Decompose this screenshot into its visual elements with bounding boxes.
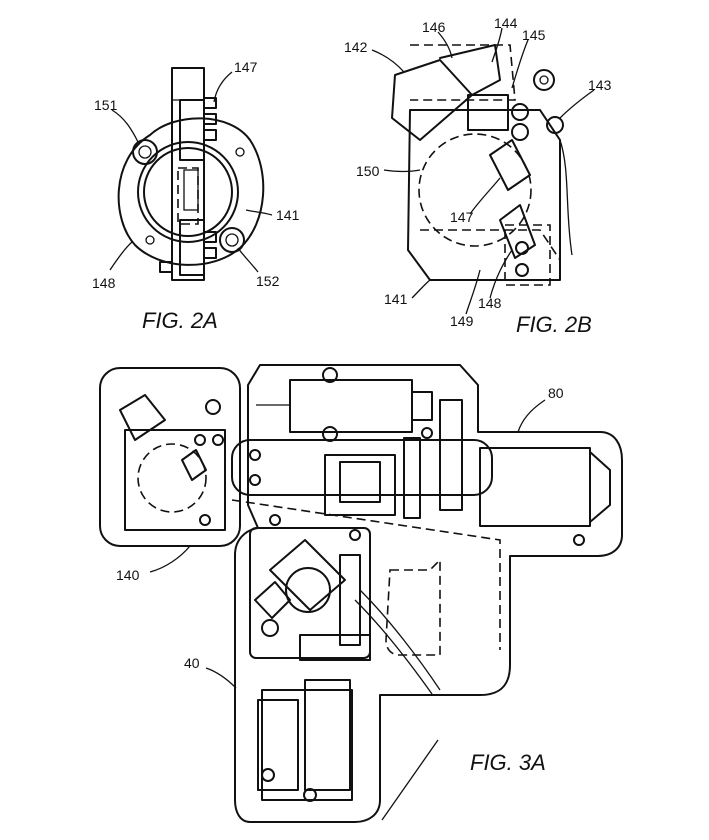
fig-2a-clamp-stack: [159, 67, 217, 281]
ref-80-label: 80: [548, 385, 564, 401]
fig-2b-leaders: [371, 27, 595, 315]
ref-144-label: 144: [494, 15, 518, 31]
ref-149-label: 149: [450, 313, 474, 329]
ref-145-label: 145: [522, 27, 546, 43]
fig-3a-leaders: [149, 399, 546, 821]
fig-2b-caption: FIG. 2B: [516, 312, 592, 337]
unit-main-body: [231, 364, 623, 823]
fig-2a-flange: [117, 117, 265, 266]
fig-2a: 151 147 141 148 152 FIG. 2A: [92, 59, 300, 333]
fig-2a-caption: FIG. 2A: [142, 308, 218, 333]
unit-140-outline: [99, 367, 241, 547]
fig-3a: 80 140 40 FIG. 3A: [99, 364, 623, 823]
ref-151-label: 151: [94, 97, 118, 113]
ref-143-label: 143: [588, 77, 612, 93]
fig-2b-housing: [391, 44, 573, 286]
ref-40-label: 40: [184, 655, 200, 671]
ref-147-label: 147: [234, 59, 258, 75]
ref-147b-label: 147: [450, 209, 474, 225]
ref-150-label: 150: [356, 163, 380, 179]
fig-2b: 142 146 144 145 143 150 147 141 149 148 …: [344, 15, 612, 337]
ref-142-label: 142: [344, 39, 368, 55]
ref-146-label: 146: [422, 19, 446, 35]
fig-2a-leaders: [109, 71, 273, 273]
fig-3a-caption: FIG. 3A: [470, 750, 546, 775]
ref-141-label: 141: [276, 207, 300, 223]
ref-148b-label: 148: [478, 295, 502, 311]
ref-141b-label: 141: [384, 291, 408, 307]
ref-152-label: 152: [256, 273, 280, 289]
ref-140-label: 140: [116, 567, 140, 583]
ref-148-label: 148: [92, 275, 116, 291]
